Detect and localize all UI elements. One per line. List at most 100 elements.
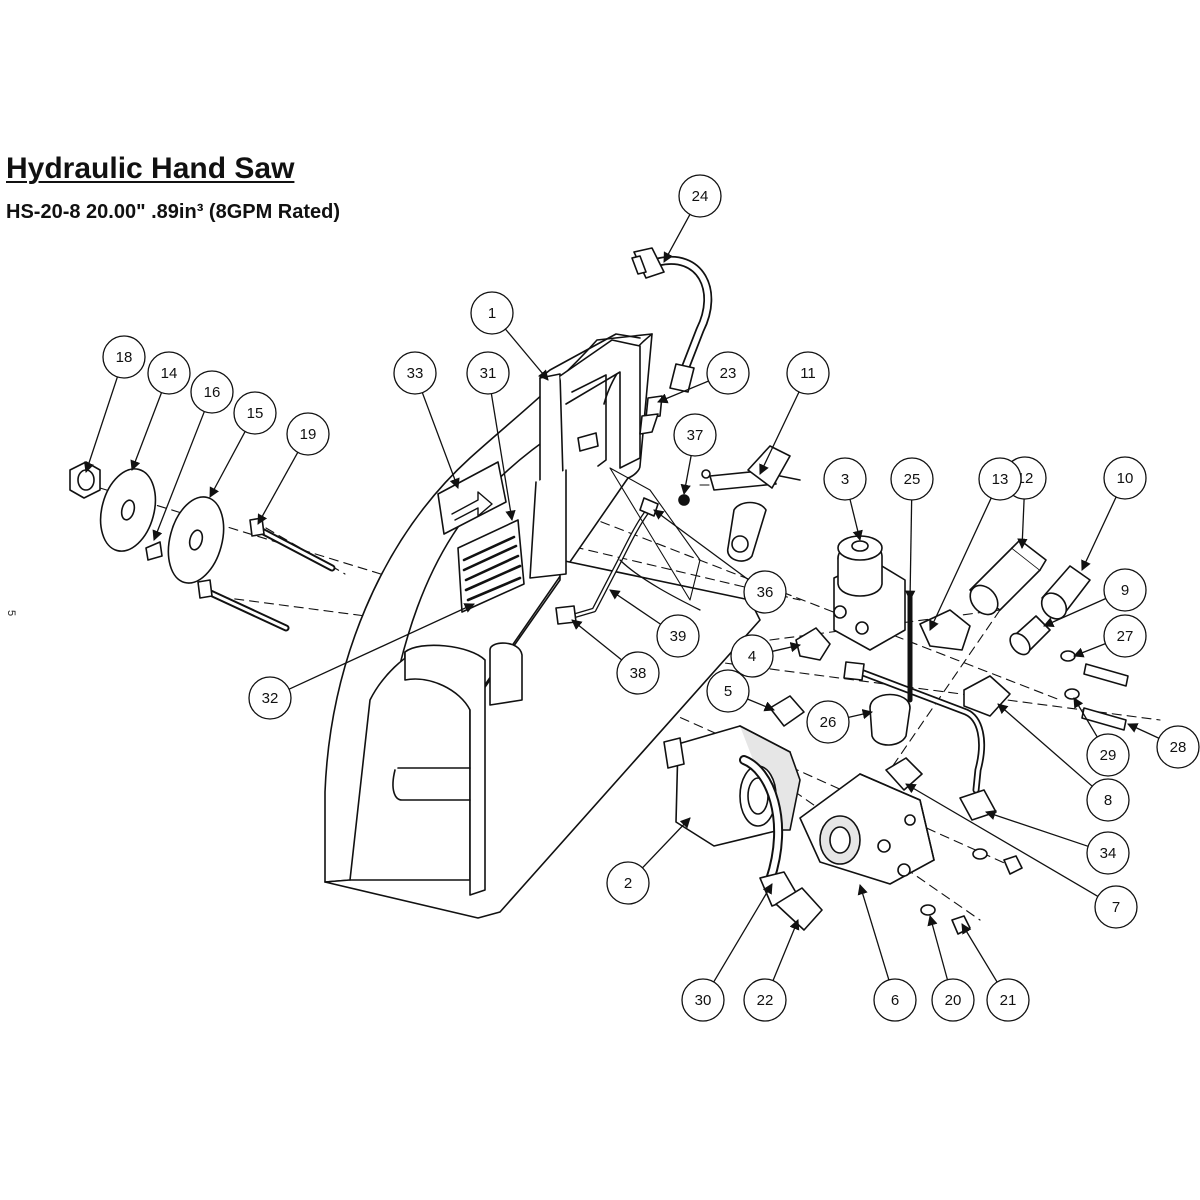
callout-2: 2: [606, 861, 650, 905]
leader-line-29: [1073, 697, 1098, 738]
callout-36: 36: [743, 570, 787, 614]
callout-number: 26: [820, 714, 837, 731]
callout-9: 9: [1103, 568, 1147, 612]
callout-number: 1: [488, 305, 496, 322]
leader-line-31: [490, 393, 516, 522]
leader-line-5: [747, 698, 775, 712]
callout-number: 19: [300, 426, 317, 443]
leader-line-22: [772, 919, 800, 981]
leader-line-36: [653, 509, 749, 581]
callout-circle: [286, 412, 330, 456]
leader-line-13: [929, 497, 992, 631]
callout-6: 6: [873, 978, 917, 1022]
callout-24: 24: [678, 174, 722, 218]
callout-number: 10: [1117, 470, 1134, 487]
callout-number: 31: [480, 365, 497, 382]
callout-11: 11: [786, 351, 830, 395]
leader-line-7: [905, 783, 1099, 897]
callout-circle: [393, 351, 437, 395]
callout-number: 21: [1000, 992, 1017, 1009]
leader-line-2: [642, 817, 691, 869]
diagram-title: Hydraulic Hand Saw: [6, 152, 295, 185]
coupler-10: [1040, 565, 1091, 620]
callout-number: 9: [1121, 582, 1129, 599]
callout-circle: [806, 700, 850, 744]
leader-line-23: [657, 380, 709, 404]
leader-line-27: [1073, 643, 1106, 658]
callout-number: 7: [1112, 899, 1120, 916]
diagram-subtitle: HS-20-8 20.00" .89in³ (8GPM Rated): [6, 201, 341, 223]
callout-number: 22: [757, 992, 774, 1009]
leader-line-12: [1017, 498, 1028, 550]
callout-number: 33: [407, 365, 424, 382]
callout-5: 5: [706, 669, 750, 713]
callout-circle: [978, 457, 1022, 501]
callout-number: 6: [891, 992, 899, 1009]
callout-circle: [1103, 456, 1147, 500]
leader-line-6: [857, 884, 890, 981]
callout-circle: [743, 978, 787, 1022]
callout-circle: [1086, 733, 1130, 777]
leader-line-30: [713, 883, 773, 983]
callout-circle: [743, 570, 787, 614]
callout-circle: [233, 391, 277, 435]
callout-number: 38: [630, 665, 647, 682]
leader-line-8: [997, 703, 1093, 787]
callout-number: 15: [247, 405, 264, 422]
callout-38: 38: [616, 651, 660, 695]
leader-line-28: [1127, 723, 1160, 739]
callout-25: 25: [890, 457, 934, 501]
callout-4: 4: [730, 634, 774, 678]
callout-circle: [673, 413, 717, 457]
callout-34: 34: [1086, 831, 1130, 875]
callout-19: 19: [286, 412, 330, 456]
callout-circle: [1156, 725, 1200, 769]
callout-29: 29: [1086, 733, 1130, 777]
washers-nuts: [920, 848, 1023, 935]
valve-3: [833, 535, 906, 651]
callout-22: 22: [743, 978, 787, 1022]
callout-39: 39: [656, 614, 700, 658]
callout-circle: [1103, 568, 1147, 612]
elbow-4: [795, 627, 831, 661]
flange-parts: [69, 461, 225, 584]
leader-line-18: [83, 376, 119, 473]
callout-number: 25: [904, 471, 921, 488]
callout-circle: [147, 351, 191, 395]
callout-number: 30: [695, 992, 712, 1009]
callout-circle: [931, 978, 975, 1022]
callout-circle: [656, 614, 700, 658]
leader-line-10: [1081, 496, 1117, 571]
callout-21: 21: [986, 978, 1030, 1022]
callout-31: 31: [466, 351, 510, 395]
leader-line-3: [849, 499, 863, 542]
callout-27: 27: [1103, 614, 1147, 658]
leader-line-34: [985, 810, 1089, 847]
leader-line-15: [209, 431, 246, 498]
fitting-7: [885, 757, 923, 791]
callout-number: 18: [116, 349, 133, 366]
callout-33: 33: [393, 351, 437, 395]
leader-lines: [83, 214, 1160, 983]
callout-28: 28: [1156, 725, 1200, 769]
callout-16: 16: [190, 370, 234, 414]
callout-number: 29: [1100, 747, 1117, 764]
callout-circle: [986, 978, 1030, 1022]
callout-circle: [1086, 778, 1130, 822]
callout-number: 32: [262, 690, 279, 707]
leader-line-1: [504, 328, 549, 381]
leader-line-16: [152, 411, 205, 541]
fitting-36: [639, 497, 659, 517]
callout-number: 3: [841, 471, 849, 488]
leader-line-38: [571, 619, 623, 661]
callout-circle: [873, 978, 917, 1022]
callout-circle: [823, 457, 867, 501]
callout-13: 13: [978, 457, 1022, 501]
callout-circle: [606, 861, 650, 905]
leader-line-19: [257, 452, 299, 525]
warning-labels: [437, 461, 525, 613]
callout-circle: [102, 335, 146, 379]
callout-number: 16: [204, 384, 221, 401]
leader-line-39: [609, 589, 661, 625]
